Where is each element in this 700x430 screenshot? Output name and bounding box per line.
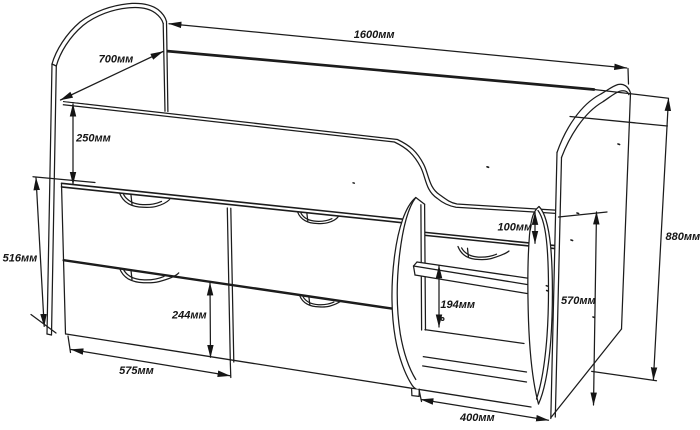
svg-text:516мм: 516мм — [3, 253, 38, 265]
svg-text:880мм: 880мм — [666, 231, 700, 243]
svg-text:1600мм: 1600мм — [354, 29, 395, 41]
svg-text:244мм: 244мм — [171, 309, 207, 321]
svg-text:100мм: 100мм — [498, 221, 533, 233]
svg-text:250мм: 250мм — [75, 133, 111, 145]
svg-text:400мм: 400мм — [459, 412, 495, 424]
svg-text:575мм: 575мм — [119, 365, 154, 377]
svg-text:194мм: 194мм — [440, 299, 475, 311]
svg-text:570мм: 570мм — [561, 295, 596, 307]
svg-text:700мм: 700мм — [99, 53, 134, 65]
